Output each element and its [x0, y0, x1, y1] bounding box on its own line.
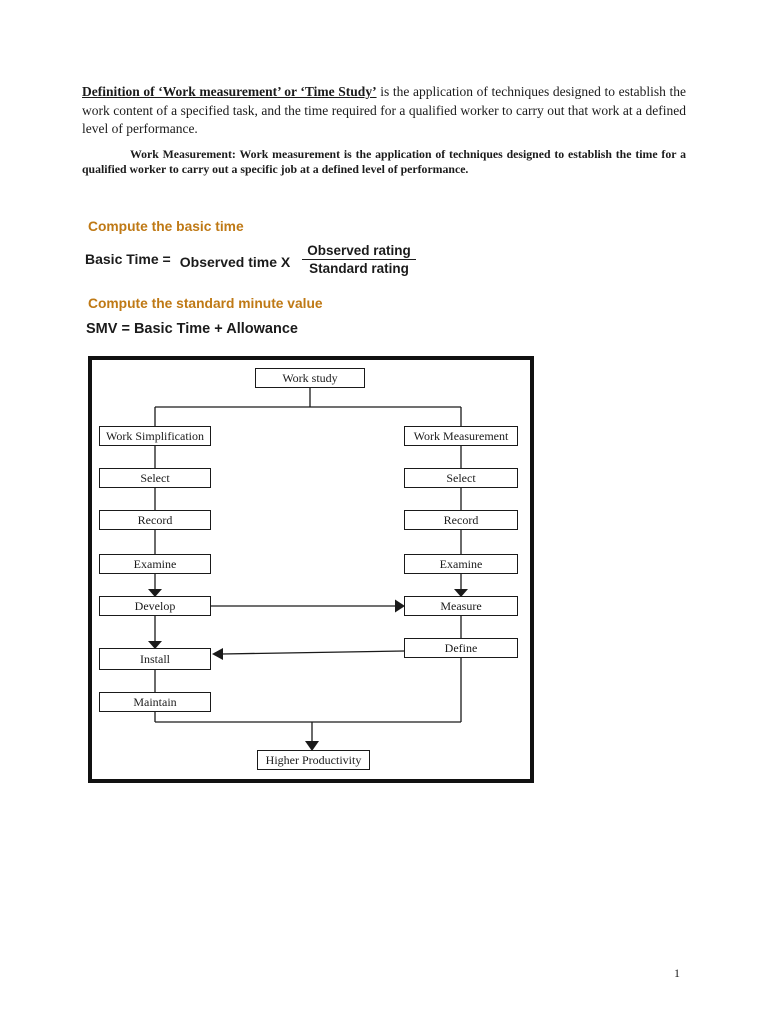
node-select-right: Select [404, 468, 518, 488]
work-measurement-paragraph: Work Measurement: Work measurement is th… [82, 147, 686, 176]
node-work-study: Work study [255, 368, 365, 388]
heading-compute-smv: Compute the standard minute value [88, 296, 323, 311]
definition-term: Definition of ‘Work measurement’ or ‘Tim… [82, 84, 377, 99]
formula-fraction: Observed rating Standard rating [302, 243, 416, 276]
node-examine-left: Examine [99, 554, 211, 574]
node-record-right: Record [404, 510, 518, 530]
formula-denominator: Standard rating [309, 261, 409, 276]
heading-compute-basic-time: Compute the basic time [88, 219, 244, 234]
definition-paragraph: Definition of ‘Work measurement’ or ‘Tim… [82, 83, 686, 139]
node-install: Install [99, 648, 211, 670]
formula-mid: Observed time X [179, 253, 291, 270]
node-examine-right: Examine [404, 554, 518, 574]
page-number: 1 [674, 966, 680, 980]
work-study-flowchart: Work study Work Simplification Work Meas… [88, 356, 534, 783]
node-work-measurement: Work Measurement [404, 426, 518, 446]
node-work-simplification: Work Simplification [99, 426, 211, 446]
node-develop: Develop [99, 596, 211, 616]
node-maintain: Maintain [99, 692, 211, 712]
node-select-left: Select [99, 468, 211, 488]
flowchart-connectors [148, 388, 468, 751]
definition-rest: is the application of techniques designe… [82, 84, 686, 137]
smv-formula: SMV = Basic Time + Allowance [86, 321, 298, 337]
formula-lhs: Basic Time = [85, 250, 171, 267]
node-define: Define [404, 638, 518, 658]
node-measure: Measure [404, 596, 518, 616]
node-higher-productivity: Higher Productivity [257, 750, 370, 770]
formula-numerator: Observed rating [302, 243, 416, 260]
basic-time-formula: Basic Time = Observed time X Observed ra… [85, 243, 416, 276]
node-record-left: Record [99, 510, 211, 530]
